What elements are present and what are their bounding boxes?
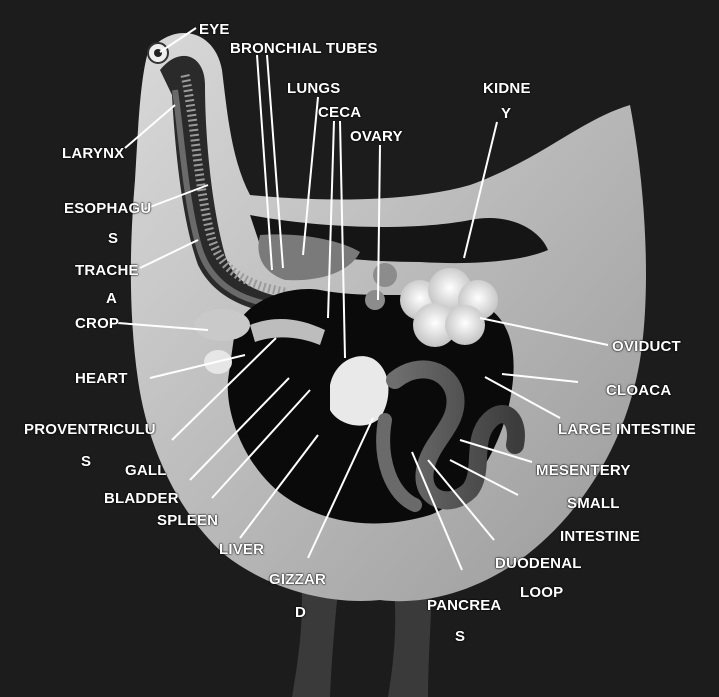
label-esophagus-2: S [108, 230, 118, 247]
label-cloaca: CLOACA [606, 382, 671, 399]
label-oviduct: OVIDUCT [612, 338, 681, 355]
label-heart: HEART [75, 370, 128, 387]
label-pancreas-1: PANCREA [427, 597, 501, 614]
label-gizzard-1: GIZZAR [269, 571, 326, 588]
label-larynx: LARYNX [62, 145, 124, 162]
label-small: SMALL [567, 495, 620, 512]
label-trachea-1: TRACHE [75, 262, 139, 279]
label-mesentery: MESENTERY [536, 462, 631, 479]
label-loop: LOOP [520, 584, 563, 601]
label-eye: EYE [199, 21, 230, 38]
label-proventriculus-2: S [81, 453, 91, 470]
label-large-intestine: LARGE INTESTINE [558, 421, 696, 438]
label-gizzard-2: D [295, 604, 306, 621]
label-trachea-2: A [106, 290, 117, 307]
label-intestine: INTESTINE [560, 528, 640, 545]
label-bladder: BLADDER [104, 490, 179, 507]
label-duodenal: DUODENAL [495, 555, 582, 572]
label-ceca: CECA [318, 104, 361, 121]
eye-pupil [154, 49, 162, 57]
label-ovary: OVARY [350, 128, 403, 145]
label-kidney-2: Y [501, 105, 511, 122]
label-pancreas-2: S [455, 628, 465, 645]
label-spleen: SPLEEN [157, 512, 218, 529]
label-proventriculus-1: PROVENTRICULU [24, 421, 156, 438]
label-kidney-1: KIDNE [483, 80, 531, 97]
label-bronchial-tubes: BRONCHIAL TUBES [230, 40, 378, 57]
label-crop: CROP [75, 315, 119, 332]
label-esophagus-1: ESOPHAGU [64, 200, 151, 217]
label-gall: GALL [125, 462, 167, 479]
crop-shape [194, 309, 250, 341]
label-liver: LIVER [219, 541, 264, 558]
label-lungs: LUNGS [287, 80, 341, 97]
